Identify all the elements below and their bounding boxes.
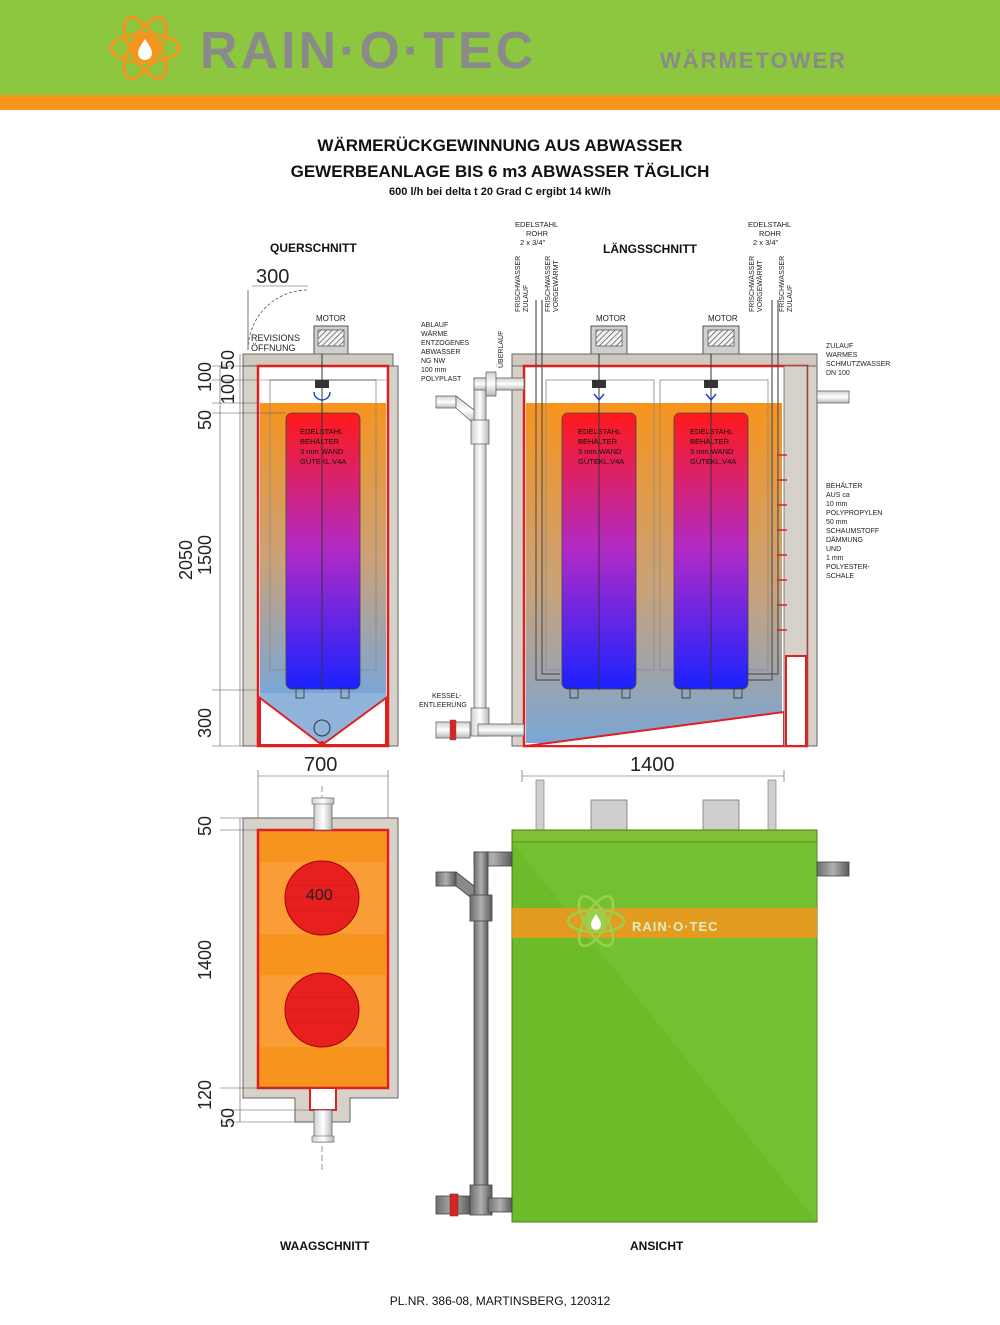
ansicht-orange-band bbox=[512, 908, 817, 938]
vessel-label-l2-3: 3 mm WAND bbox=[690, 447, 734, 456]
view-title-waagschnitt: WAAGSCHNITT bbox=[280, 1239, 370, 1253]
header-green-band bbox=[0, 0, 1000, 95]
ansicht-view: 1400 RAIN·O·TEC bbox=[435, 754, 850, 1223]
rohr-label-right-1: EDELSTAHL bbox=[748, 220, 791, 229]
motor-label-l1: MOTOR bbox=[596, 314, 626, 323]
behaelter-label-6: SCHAUMSTOFF bbox=[826, 528, 879, 535]
dim-700-waag: 700 bbox=[304, 754, 337, 776]
behaelter-label-5: 50 mm bbox=[826, 519, 848, 526]
dim-1400-waag: 1400 bbox=[195, 940, 215, 980]
behaelter-label-7: DÄMMUNG bbox=[826, 536, 863, 544]
dim-100-top-q: 100 bbox=[195, 362, 215, 392]
rohr-label-left-3: 2 x 3/4" bbox=[520, 238, 546, 247]
dim-2050-q: 2050 bbox=[176, 540, 196, 580]
dim-100-second-q: 100 bbox=[218, 374, 238, 404]
behaelter-label-8: UND bbox=[826, 546, 841, 553]
lid-l bbox=[511, 353, 818, 367]
zulauf-label-1: ZULAUF bbox=[826, 343, 853, 350]
fw-vorgewaermt-left-2: VORGEWÄRMT bbox=[552, 260, 560, 312]
ablauf-label-7: POLYPLAST bbox=[421, 376, 462, 383]
behaelter-label-3: 10 mm bbox=[826, 501, 848, 508]
ansicht-logo-text: RAIN·O·TEC bbox=[632, 919, 719, 934]
waagschnitt-view: 700 400 50 1400 120 bbox=[195, 754, 399, 1170]
vessel-label-l2-2: BEHÄLTER bbox=[690, 437, 730, 446]
vessel-label-l1-1: EDELSTAHL bbox=[578, 427, 621, 436]
view-title-ansicht: ANSICHT bbox=[630, 1239, 684, 1253]
lid-q bbox=[242, 353, 394, 367]
kessel-label-1: KESSEL- bbox=[432, 693, 462, 700]
dim-1500-q: 1500 bbox=[195, 535, 215, 575]
behaelter-label-4: POLYPROPYLEN bbox=[826, 510, 882, 517]
rohr-label-left-2: ROHR bbox=[526, 229, 549, 238]
fw-vorgewaermt-right-1: FRISCHWASSER bbox=[749, 256, 756, 312]
dim-50-second-q: 50 bbox=[195, 410, 215, 430]
tank-ansicht bbox=[511, 841, 818, 1223]
behaelter-label-9: 1 mm bbox=[826, 555, 844, 562]
vessel-label-l1-2: BEHÄLTER bbox=[578, 437, 618, 446]
fw-zulauf-left-1: FRISCHWASSER bbox=[515, 256, 522, 312]
querschnitt-view: 300 REVISIONS ÖFFNUNG MOTOR EDELSTAHL BE… bbox=[176, 266, 399, 748]
ueberlauf-label: ÜBERLAUF bbox=[497, 331, 505, 368]
motor-label-q: MOTOR bbox=[316, 314, 346, 323]
kessel-label-2: ENTLEERUNG bbox=[419, 702, 467, 709]
header-orange-band bbox=[0, 95, 1000, 110]
vessel-label-q-4: GÜTEKL.V4A bbox=[300, 457, 346, 466]
fw-zulauf-left-2: ZULAUF bbox=[523, 285, 530, 312]
vessel-label-l1-4: GÜTEKL.V4A bbox=[578, 457, 624, 466]
motor-label-l2: MOTOR bbox=[708, 314, 738, 323]
ablauf-label-2: WÄRME bbox=[421, 330, 448, 338]
revision-label-1: REVISIONS bbox=[251, 333, 300, 343]
rohr-label-right-2: ROHR bbox=[759, 229, 782, 238]
title-line-2: GEWERBEANLAGE BIS 6 m3 ABWASSER TÄGLICH bbox=[290, 162, 710, 181]
dim-300-bottom-q: 300 bbox=[195, 708, 215, 738]
rohr-label-right-3: 2 x 3/4" bbox=[753, 238, 779, 247]
behaelter-label-1: BEHÄLTER bbox=[826, 482, 862, 490]
ansicht-atom-logo-icon bbox=[566, 894, 626, 948]
atom-logo-icon bbox=[109, 16, 181, 80]
header-banner: RAIN·O·TEC WÄRMETOWER bbox=[0, 0, 1000, 110]
zulauf-label-4: DN 100 bbox=[826, 370, 850, 377]
dim-400-circle: 400 bbox=[306, 887, 333, 904]
ablauf-label-5: NG NW bbox=[421, 358, 446, 365]
rohr-label-left-1: EDELSTAHL bbox=[515, 220, 558, 229]
behaelter-label-11: SCHALE bbox=[826, 573, 854, 580]
plan-number: PL.NR. 386-08, MARTINSBERG, 120312 bbox=[389, 1294, 611, 1308]
ablauf-label-6: 100 mm bbox=[421, 367, 446, 374]
title-line-1: WÄRMERÜCKGEWINNUNG AUS ABWASSER bbox=[317, 136, 683, 155]
fw-vorgewaermt-left-1: FRISCHWASSER bbox=[545, 256, 552, 312]
laengsschnitt-view: EDELSTAHL ROHR 2 x 3/4" EDELSTAHL ROHR 2… bbox=[419, 220, 890, 748]
fw-zulauf-right-1: FRISCHWASSER bbox=[779, 256, 786, 312]
zulauf-label-3: SCHMUTZWASSER bbox=[826, 361, 890, 368]
title-line-3: 600 l/h bei delta t 20 Grad C ergibt 14 … bbox=[389, 186, 611, 198]
dim-300-width: 300 bbox=[256, 266, 289, 288]
logo-subtitle: WÄRMETOWER bbox=[660, 48, 847, 73]
behaelter-label-2: AUS ca bbox=[826, 492, 850, 499]
dim-120-waag: 120 bbox=[195, 1080, 215, 1110]
fw-zulauf-right-2: ZULAUF bbox=[787, 285, 794, 312]
vessel-label-l2-4: GÜTEKL.V4A bbox=[690, 457, 736, 466]
ablauf-label-1: ABLAUF bbox=[421, 322, 448, 329]
revision-label-2: ÖFFNUNG bbox=[251, 343, 296, 353]
vessel-q bbox=[285, 412, 361, 690]
dim-1400-ansicht: 1400 bbox=[630, 754, 675, 776]
zulauf-label-2: WARMES bbox=[826, 352, 858, 359]
dim-50-top-waag: 50 bbox=[195, 816, 215, 836]
dim-50-bottom-waag: 50 bbox=[218, 1108, 238, 1128]
vessel-label-l1-3: 3 mm WAND bbox=[578, 447, 622, 456]
view-title-querschnitt: QUERSCHNITT bbox=[270, 241, 357, 255]
fw-vorgewaermt-right-2: VORGEWÄRMT bbox=[756, 260, 764, 312]
logo-text: RAIN·O·TEC bbox=[200, 22, 536, 80]
dim-50-top-q: 50 bbox=[218, 350, 238, 370]
behaelter-label-10: POLYESTER- bbox=[826, 564, 870, 571]
ablauf-label-3: ENTZOGENES bbox=[421, 340, 470, 347]
view-title-laengsschnitt: LÄNGSSCHNITT bbox=[603, 241, 698, 256]
vessel-label-q-2: BEHÄLTER bbox=[300, 437, 340, 446]
ablauf-label-4: ABWASSER bbox=[421, 349, 460, 356]
vessel-label-l2-1: EDELSTAHL bbox=[690, 427, 733, 436]
